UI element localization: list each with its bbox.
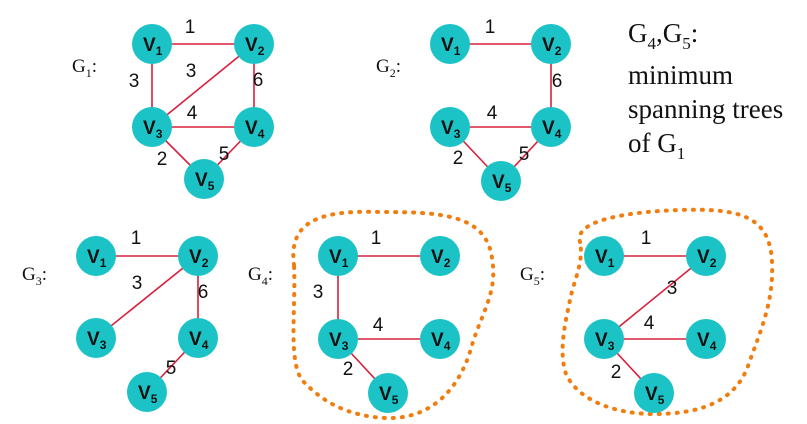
- node-g4-v4: [420, 319, 460, 359]
- node-g3-v2: [178, 236, 218, 276]
- node-label-g4-v1: V1: [329, 247, 349, 270]
- node-g3-v4: [178, 318, 218, 358]
- node-label-g1-v3: V3: [143, 118, 163, 141]
- node-g5-v5: [634, 373, 674, 413]
- node-g2-v5: [481, 161, 521, 201]
- node-label-g5-v5: V5: [645, 384, 665, 407]
- node-g1-v4: [234, 107, 274, 147]
- edge-weight-g2-v3-v5: 2: [453, 148, 464, 169]
- edge-weight-g3-v1-v2: 1: [131, 228, 142, 249]
- node-g4-v5: [368, 373, 408, 413]
- node-g3-v1: [76, 236, 116, 276]
- edge-weight-g3-v2-v4: 6: [198, 282, 209, 303]
- node-label-g4-v4: V4: [431, 330, 451, 353]
- highlight-outline-g4: [291, 209, 496, 421]
- node-g2-v2: [531, 24, 571, 64]
- edge-weight-g3-v2-v3: 3: [132, 273, 143, 294]
- node-label-g2-v3: V3: [441, 118, 461, 141]
- node-label-g2-v4: V4: [542, 118, 562, 141]
- edge-weight-g3-v4-v5: 5: [166, 358, 177, 379]
- node-g4-v3: [318, 319, 358, 359]
- graph-label-g1: G1:: [72, 56, 97, 80]
- node-g1-v3: [132, 107, 172, 147]
- edge-g3-v2-v3: [95, 255, 199, 339]
- edge-weight-g4-v1-v2: 1: [371, 228, 382, 249]
- edge-weight-g5-v1-v2: 1: [641, 228, 652, 249]
- edge-weight-g4-v1-v3: 3: [313, 282, 324, 303]
- node-g3-v5: [127, 372, 167, 412]
- node-label-g2-v2: V2: [542, 35, 562, 58]
- highlight-outline-g5: [560, 207, 775, 417]
- edge-weight-g1-v3-v4: 4: [187, 103, 198, 124]
- node-label-g3-v3: V3: [87, 329, 107, 352]
- node-label-g4-v2: V2: [431, 247, 451, 270]
- edge-weight-g5-v3-v5: 2: [611, 362, 622, 383]
- graph-label-g4: G4:: [248, 264, 273, 288]
- node-label-g3-v5: V5: [138, 383, 158, 406]
- caption-line-4: of G1: [628, 128, 685, 163]
- node-label-g4-v5: V5: [379, 384, 399, 407]
- node-g5-v2: [686, 236, 726, 276]
- node-label-g2-v5: V5: [492, 172, 512, 195]
- edge-g5-v3-v2: [603, 255, 707, 340]
- edge-weight-g1-v1-v2: 1: [185, 17, 196, 38]
- caption-line-1: G4,G5:: [628, 18, 698, 53]
- edge-weight-g2-v1-v2: 1: [485, 17, 496, 38]
- node-g4-v1: [318, 236, 358, 276]
- node-label-g3-v4: V4: [189, 329, 209, 352]
- edge-weight-g4-v3-v4: 4: [373, 315, 384, 336]
- node-label-g3-v2: V2: [189, 247, 209, 270]
- edge-weight-g5-v3-v4: 4: [644, 313, 655, 334]
- caption-line-2: minimum: [628, 60, 733, 90]
- node-label-g2-v1: V1: [441, 35, 461, 58]
- caption-line-3: spanning trees: [628, 94, 783, 124]
- node-g3-v3: [76, 318, 116, 358]
- node-label-g5-v1: V1: [595, 247, 615, 270]
- node-label-g1-v4: V4: [245, 118, 265, 141]
- node-g1-v1: [132, 24, 172, 64]
- node-label-g1-v1: V1: [143, 35, 163, 58]
- graph-label-g3: G3:: [22, 264, 47, 288]
- edge-weight-g1-v4-v5: 5: [219, 144, 230, 165]
- node-label-g5-v2: V2: [697, 247, 717, 270]
- node-g5-v1: [584, 236, 624, 276]
- node-label-g4-v3: V3: [329, 330, 349, 353]
- node-g5-v4: [686, 319, 726, 359]
- edge-weight-g1-v2-v4: 6: [253, 70, 264, 91]
- node-g4-v2: [420, 236, 460, 276]
- node-g2-v1: [430, 24, 470, 64]
- edge-weight-g2-v3-v4: 4: [487, 103, 498, 124]
- edge-weight-g5-v3-v2: 3: [667, 278, 678, 299]
- edge-weight-g4-v3-v5: 2: [343, 359, 354, 380]
- node-label-g5-v3: V3: [595, 330, 615, 353]
- edge-g1-v3-v2: [151, 43, 255, 128]
- graph-label-g2: G2:: [376, 56, 401, 80]
- graph-label-g5: G5:: [520, 264, 545, 288]
- node-g1-v5: [184, 159, 224, 199]
- node-label-g1-v2: V2: [245, 35, 265, 58]
- node-g5-v3: [584, 319, 624, 359]
- node-g2-v3: [430, 107, 470, 147]
- node-g2-v4: [531, 107, 571, 147]
- node-label-g1-v5: V5: [195, 170, 215, 193]
- node-g1-v2: [234, 24, 274, 64]
- edge-weight-g1-v1-v3: 3: [129, 71, 140, 92]
- edge-weight-g1-v3-v2: 3: [186, 61, 197, 82]
- node-label-g3-v1: V1: [87, 247, 107, 270]
- edge-weight-g2-v4-v5: 5: [519, 144, 530, 165]
- node-label-g5-v4: V4: [697, 330, 717, 353]
- edge-weight-g2-v2-v4: 6: [552, 71, 563, 92]
- edge-weight-g1-v3-v5: 2: [157, 149, 168, 170]
